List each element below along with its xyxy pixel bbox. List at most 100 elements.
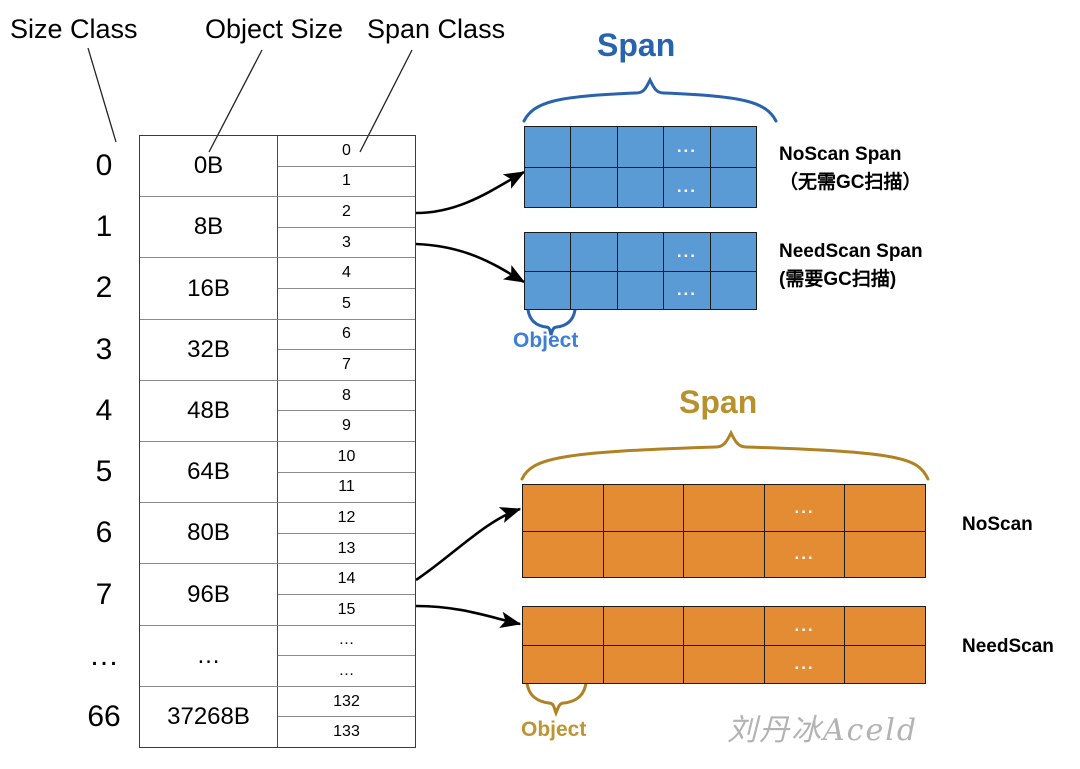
header-span-class: Span Class — [367, 14, 506, 44]
span-class-value: 6 — [278, 320, 415, 351]
size-class-table: 0B 0 1 8B 2 3 16B 4 5 32B 6 7 — [139, 135, 416, 748]
table-row: 16B 4 5 — [140, 258, 415, 320]
object-cell — [523, 485, 604, 531]
brace-object-orange — [525, 681, 588, 718]
object-cell — [525, 271, 572, 309]
object-cell — [523, 607, 604, 645]
size-class-value: 7 — [95, 577, 113, 611]
size-class-column: 0 1 2 3 4 5 6 7 … 66 — [75, 135, 133, 748]
object-cell — [571, 167, 618, 207]
header-object-size: Object Size — [205, 14, 344, 44]
size-class-value: … — [89, 639, 119, 673]
span-class-group: 8 9 — [278, 381, 415, 441]
span-class-group: … … — [278, 626, 415, 686]
table-row: 64B 10 11 — [140, 442, 415, 504]
span-class-value: 8 — [278, 381, 415, 412]
brace-span-orange — [520, 429, 930, 481]
table-row: 8B 2 3 — [140, 197, 415, 259]
object-cell-ellipsis: ... — [764, 485, 846, 531]
object-cell — [845, 485, 925, 531]
object-cell-ellipsis: ... — [664, 271, 711, 309]
span-class-value: 3 — [342, 233, 351, 251]
object-cell — [525, 167, 572, 207]
span-block-row: ... — [525, 167, 757, 207]
table-row: … … … — [140, 625, 415, 687]
label-noscan-span-blue-note: （无需GC扫描） — [779, 171, 922, 193]
span-block-noscan-blue: ... ... — [524, 126, 757, 208]
watermark: 刘丹冰Aceld — [727, 713, 919, 748]
span-class-group: 14 15 — [278, 564, 415, 624]
span-title-orange: Span — [679, 384, 758, 420]
label-needscan-span-blue-name: NeedScan Span — [779, 241, 923, 262]
object-cell — [617, 233, 665, 271]
object-cell — [525, 233, 572, 271]
span-class-value: 15 — [337, 600, 356, 618]
header-size-class: Size Class — [10, 14, 138, 44]
span-block-row: ... — [523, 645, 925, 683]
brace-span-blue — [522, 76, 778, 123]
object-label-blue: Object — [513, 329, 579, 352]
span-class-group: 132 133 — [278, 687, 415, 747]
span-class-group: 12 13 — [278, 503, 415, 563]
span-class-value: 132 — [278, 687, 415, 718]
span-block-noscan-orange: ... ... — [522, 484, 926, 578]
object-cell — [571, 127, 618, 167]
object-cell — [617, 127, 665, 167]
label-noscan-span-blue-name: NoScan Span — [779, 144, 902, 165]
span-class-value: 5 — [342, 294, 351, 312]
table-row: 0B 0 1 — [140, 136, 415, 198]
object-size-value: 16B — [140, 258, 278, 319]
object-cell — [845, 607, 925, 645]
object-cell — [525, 127, 572, 167]
object-cell — [845, 531, 925, 577]
object-cell — [617, 271, 665, 309]
size-class-value: 3 — [95, 332, 113, 366]
span-class-value: 14 — [278, 564, 415, 596]
label-needscan-span-blue: NeedScan Span (需要GC扫描) — [779, 238, 923, 293]
object-cell — [684, 645, 765, 683]
object-cell — [617, 167, 665, 207]
span-class-group: 4 5 — [278, 258, 415, 318]
object-cell-ellipsis: ... — [764, 531, 846, 577]
size-class-value: 0 — [95, 148, 113, 182]
object-cell-ellipsis: ... — [664, 127, 711, 167]
object-size-value: 80B — [140, 503, 278, 564]
span-class-value: 9 — [342, 417, 351, 435]
size-class-value: 6 — [95, 516, 113, 550]
arrow-to-noscan-span-blue — [415, 170, 526, 215]
label-noscan-orange: NoScan — [962, 514, 1033, 535]
size-class-value: 2 — [95, 271, 113, 305]
span-block-row: ... — [523, 485, 925, 532]
span-class-group: 10 11 — [278, 442, 415, 502]
span-class-group: 2 3 — [278, 197, 415, 257]
object-cell — [603, 485, 685, 531]
object-cell — [571, 271, 618, 309]
span-class-value: 0 — [278, 136, 415, 167]
label-noscan-span-blue: NoScan Span （无需GC扫描） — [779, 141, 922, 196]
object-size-value: 32B — [140, 319, 278, 380]
span-block-row: ... — [525, 271, 757, 309]
object-size-value: 64B — [140, 442, 278, 503]
span-class-value: 4 — [278, 258, 415, 290]
span-class-value: 7 — [342, 356, 351, 374]
size-class-value: 1 — [95, 209, 113, 243]
object-cell — [710, 127, 757, 167]
object-cell — [845, 645, 925, 683]
span-class-value: 13 — [337, 539, 356, 557]
object-cell — [684, 531, 765, 577]
object-cell-ellipsis: ... — [764, 607, 846, 645]
table-row: 80B 12 13 — [140, 503, 415, 565]
span-class-value: … — [278, 626, 415, 657]
span-class-value: 11 — [338, 478, 355, 496]
object-label-orange: Object — [521, 718, 587, 741]
span-block-needscan-blue: ... ... — [524, 232, 757, 310]
object-size-value: 37268B — [140, 686, 278, 748]
object-cell-ellipsis: ... — [664, 233, 711, 271]
object-cell-ellipsis: ... — [664, 167, 711, 207]
table-row: 96B 14 15 — [140, 564, 415, 626]
object-cell — [603, 531, 685, 577]
object-size-value: 8B — [140, 197, 278, 258]
object-cell — [684, 607, 765, 645]
table-row: 48B 8 9 — [140, 380, 415, 443]
